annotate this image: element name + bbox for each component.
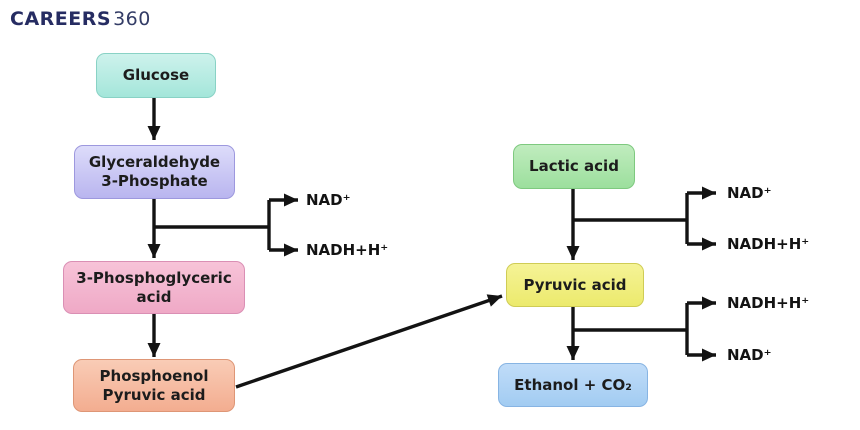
label-nadh-lactic: NADH+H⁺: [727, 235, 810, 253]
node-pyruvic-acid: Pyruvic acid: [506, 263, 644, 307]
node-phosphoenol-pyruvic-acid: Phosphoenol Pyruvic acid: [73, 359, 235, 412]
label-nad-ethanol: NAD⁺: [727, 346, 772, 364]
node-glyceraldehyde-3-phosphate: Glyceraldehyde 3-Phosphate: [74, 145, 235, 199]
node-ethanol-co2: Ethanol + CO₂: [498, 363, 648, 407]
node-3-phosphoglyceric-acid: 3-Phosphoglyceric acid: [63, 261, 245, 314]
node-glucose: Glucose: [96, 53, 216, 98]
label-nadh-ethanol: NADH+H⁺: [727, 294, 810, 312]
label-nad-lactic: NAD⁺: [727, 184, 772, 202]
label-nad-glycolysis: NAD⁺: [306, 191, 351, 209]
brand-name: CAREERS: [10, 8, 112, 30]
arrow-pep-to-pyruvic: [235, 294, 503, 389]
label-nadh-glycolysis: NADH+H⁺: [306, 241, 389, 259]
node-lactic-acid: Lactic acid: [513, 144, 635, 189]
brand-suffix: 360: [113, 8, 151, 30]
